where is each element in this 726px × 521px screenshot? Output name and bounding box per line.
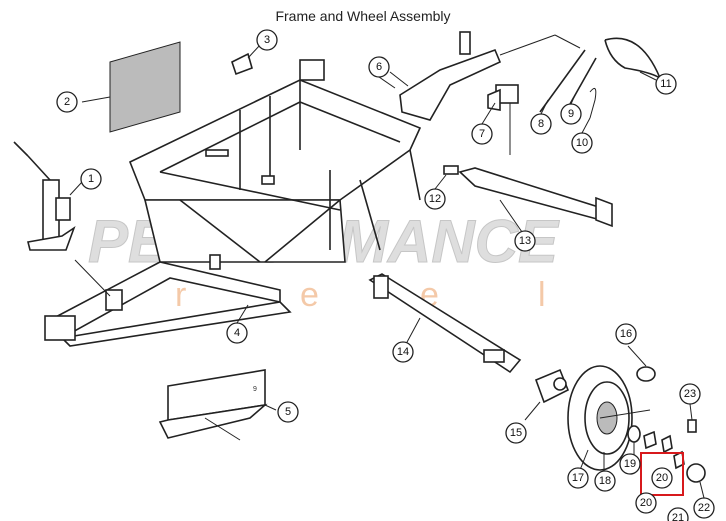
diagram-title: Frame and Wheel Assembly [275, 8, 451, 24]
svg-text:7: 7 [479, 128, 485, 140]
drawbar [44, 259, 292, 347]
svg-text:3: 3 [264, 34, 270, 46]
svg-text:10: 10 [576, 137, 588, 149]
callout-22[interactable]: 22 [693, 497, 715, 519]
hitch-plate [389, 31, 581, 121]
svg-text:1: 1 [88, 173, 94, 185]
svg-text:9: 9 [568, 108, 574, 120]
callout-15[interactable]: 15 [505, 422, 527, 444]
watermark-letter-2: e [300, 276, 319, 314]
svg-text:2: 2 [64, 96, 70, 108]
jack [13, 141, 83, 251]
svg-text:13: 13 [519, 235, 531, 247]
callout-9[interactable]: 9 [560, 103, 582, 125]
svg-text:11: 11 [660, 78, 671, 90]
svg-text:18: 18 [599, 475, 611, 487]
callout-20-lower[interactable]: 20 [635, 492, 657, 514]
watermark-letter-1: r [175, 276, 186, 314]
callout-1[interactable]: 1 [80, 168, 102, 190]
mesh-panel [81, 41, 181, 133]
svg-text:6: 6 [376, 61, 382, 73]
callout-3[interactable]: 3 [256, 29, 278, 51]
svg-text:17: 17 [572, 472, 584, 484]
watermark-letter-4: l [538, 276, 546, 314]
svg-text:14: 14 [397, 346, 409, 358]
callout-5[interactable]: 5 [277, 401, 299, 423]
highlight-box [640, 452, 684, 496]
svg-text:20: 20 [656, 472, 668, 484]
svg-text:4: 4 [234, 327, 240, 339]
svg-text:23: 23 [684, 388, 696, 400]
side-panel: 9 [158, 369, 277, 441]
svg-text:8: 8 [538, 118, 544, 130]
svg-text:19: 19 [624, 458, 636, 470]
callout-12[interactable]: 12 [424, 188, 446, 210]
svg-text:12: 12 [429, 193, 441, 205]
svg-text:22: 22 [698, 502, 710, 514]
callout-11[interactable]: 11 [655, 73, 677, 95]
callout-2[interactable]: 2 [56, 91, 78, 113]
bracket-3 [231, 44, 261, 76]
callout-4[interactable]: 4 [226, 322, 248, 344]
callout-13[interactable]: 13 [514, 230, 536, 252]
callout-19[interactable]: 19 [619, 453, 641, 475]
callout-10[interactable]: 10 [571, 132, 593, 154]
hub [524, 368, 570, 421]
axle [368, 273, 522, 374]
main-frame [128, 59, 422, 270]
callout-14[interactable]: 14 [392, 341, 414, 363]
svg-text:20: 20 [640, 497, 652, 509]
callout-21[interactable]: 21 [667, 507, 689, 521]
leader-lines [236, 71, 705, 499]
callout-17[interactable]: 17 [567, 467, 589, 489]
callout-16[interactable]: 16 [615, 323, 637, 345]
arm [443, 165, 613, 233]
callout-6[interactable]: 6 [368, 56, 390, 78]
callout-18[interactable]: 18 [594, 470, 616, 492]
wheel-hardware [627, 419, 706, 483]
clamp-7 [487, 84, 519, 155]
svg-text:15: 15 [510, 427, 522, 439]
callout-20[interactable]: 20 [651, 467, 673, 489]
callout-7[interactable]: 7 [471, 123, 493, 145]
svg-text:16: 16 [620, 328, 632, 340]
svg-text:21: 21 [672, 512, 684, 521]
svg-text:5: 5 [285, 406, 291, 418]
wheel [567, 365, 633, 472]
bearing [627, 345, 656, 382]
panel-mark: 9 [253, 386, 257, 393]
callout-8[interactable]: 8 [530, 113, 552, 135]
pins-and-spring [539, 37, 662, 119]
callout-23[interactable]: 23 [679, 383, 701, 405]
